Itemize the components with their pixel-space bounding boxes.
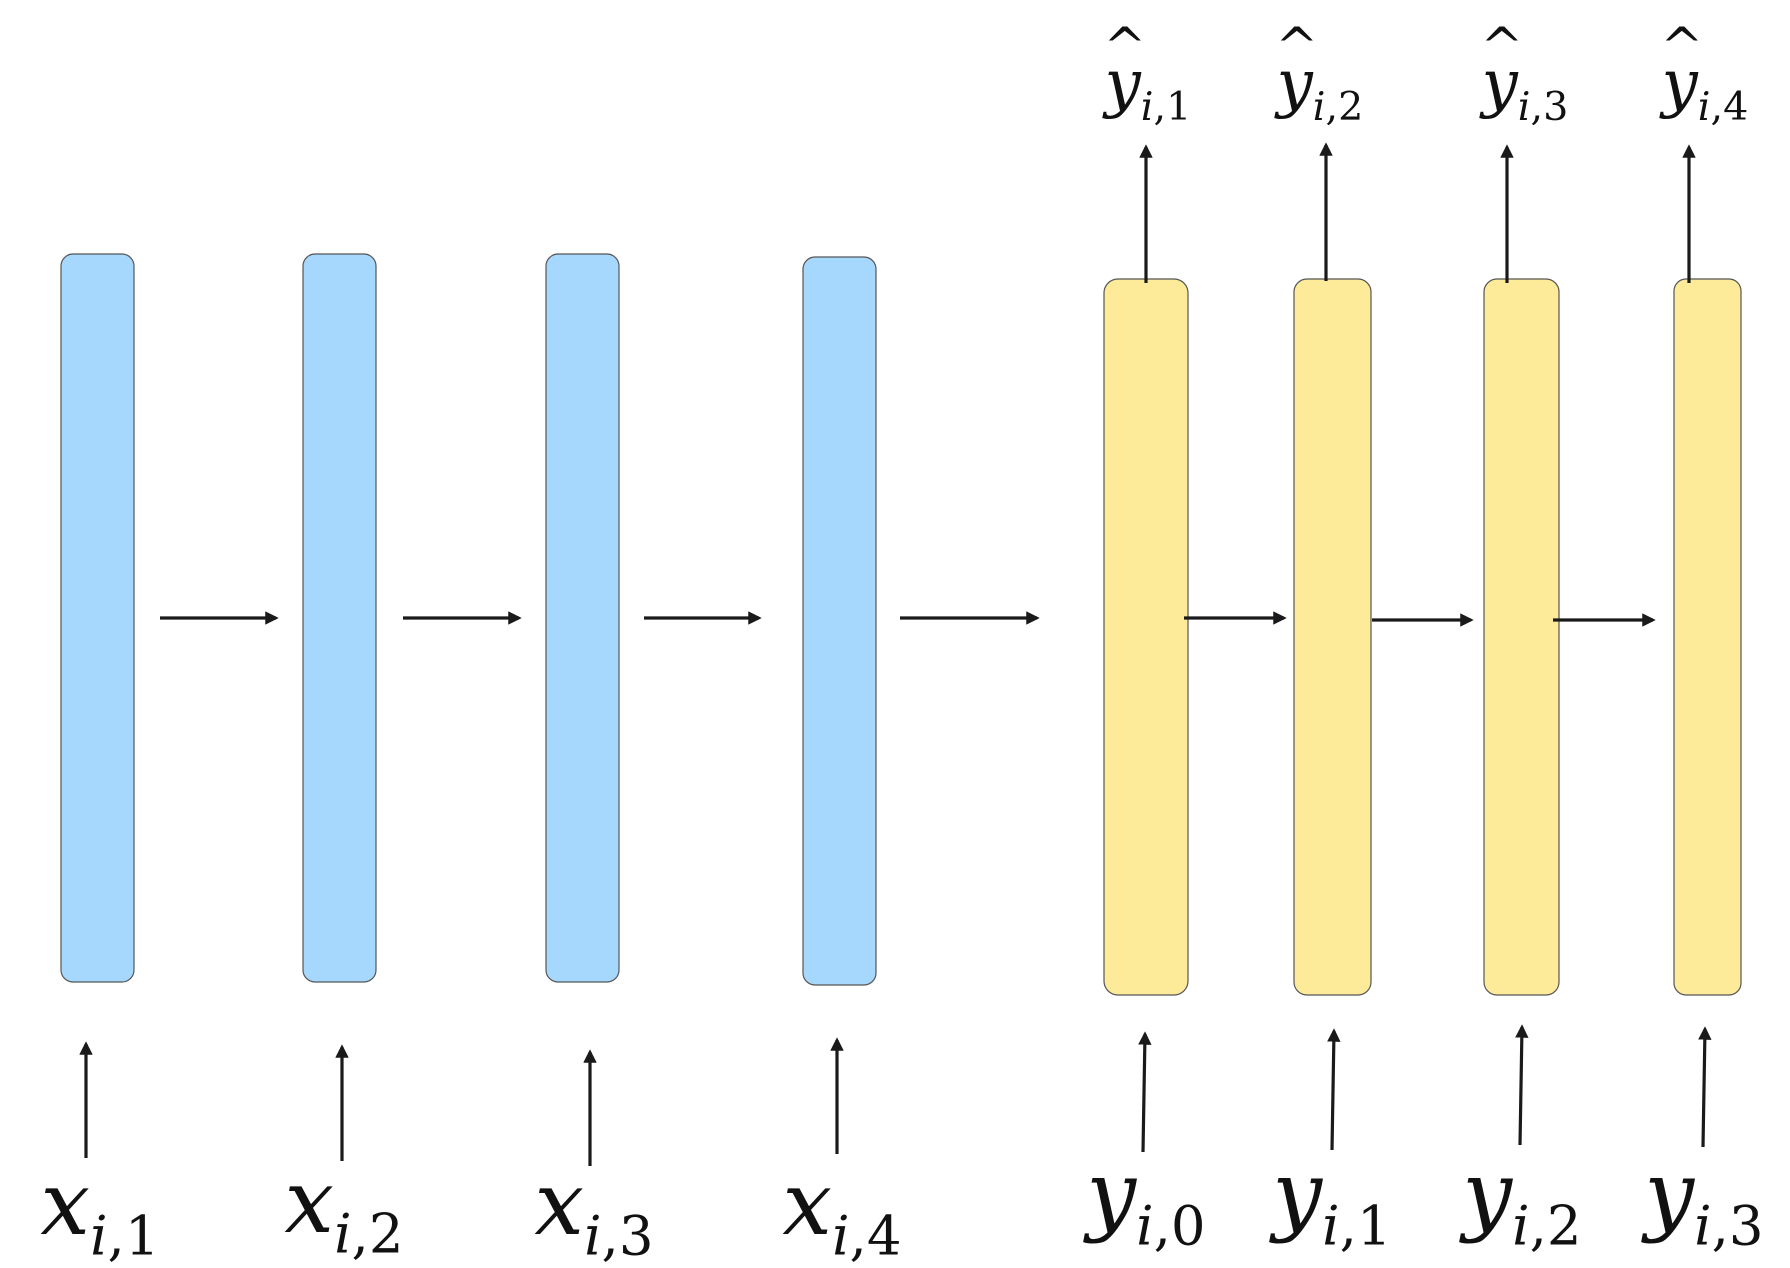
encoder-input-label: xi,4 (782, 1152, 902, 1268)
decoder-output-label: ^yi,4 (1660, 17, 1749, 131)
decoder-input-label: yi,2 (1462, 1142, 1582, 1258)
encoder-cell-4 (802, 256, 877, 986)
decoder-input-label: yi,1 (1272, 1142, 1392, 1258)
decoder-input-arrow-1 (1138, 1031, 1152, 1153)
hat-accent: ^ (1660, 17, 1704, 78)
hat-accent: ^ (1275, 17, 1319, 78)
decoder-input-arrow-3 (1515, 1024, 1529, 1146)
encoder-input-label: xi,1 (40, 1152, 160, 1268)
decoder-cell-2 (1293, 278, 1372, 996)
decoder-cell-1 (1103, 278, 1189, 996)
hat-accent: ^ (1103, 17, 1147, 78)
decoder-output-label: ^yi,1 (1103, 17, 1192, 131)
encoder-input-label: xi,2 (284, 1150, 404, 1266)
encoder-cell-1 (60, 253, 135, 983)
decoder-cell-4 (1673, 278, 1742, 996)
decoder-output-label: ^yi,3 (1480, 17, 1569, 131)
decoder-input-label: yi,3 (1644, 1142, 1764, 1258)
decoder-cell-3 (1483, 278, 1560, 996)
decoder-output-label: ^yi,2 (1275, 17, 1364, 131)
decoder-input-label: yi,0 (1086, 1142, 1206, 1258)
hat-accent: ^ (1480, 17, 1524, 78)
encoder-cell-2 (302, 253, 377, 983)
decoder-input-arrow-4 (1698, 1026, 1712, 1148)
decoder-input-arrow-2 (1327, 1028, 1341, 1151)
encoder-cell-3 (545, 253, 620, 983)
encoder-input-label: xi,3 (534, 1152, 654, 1268)
